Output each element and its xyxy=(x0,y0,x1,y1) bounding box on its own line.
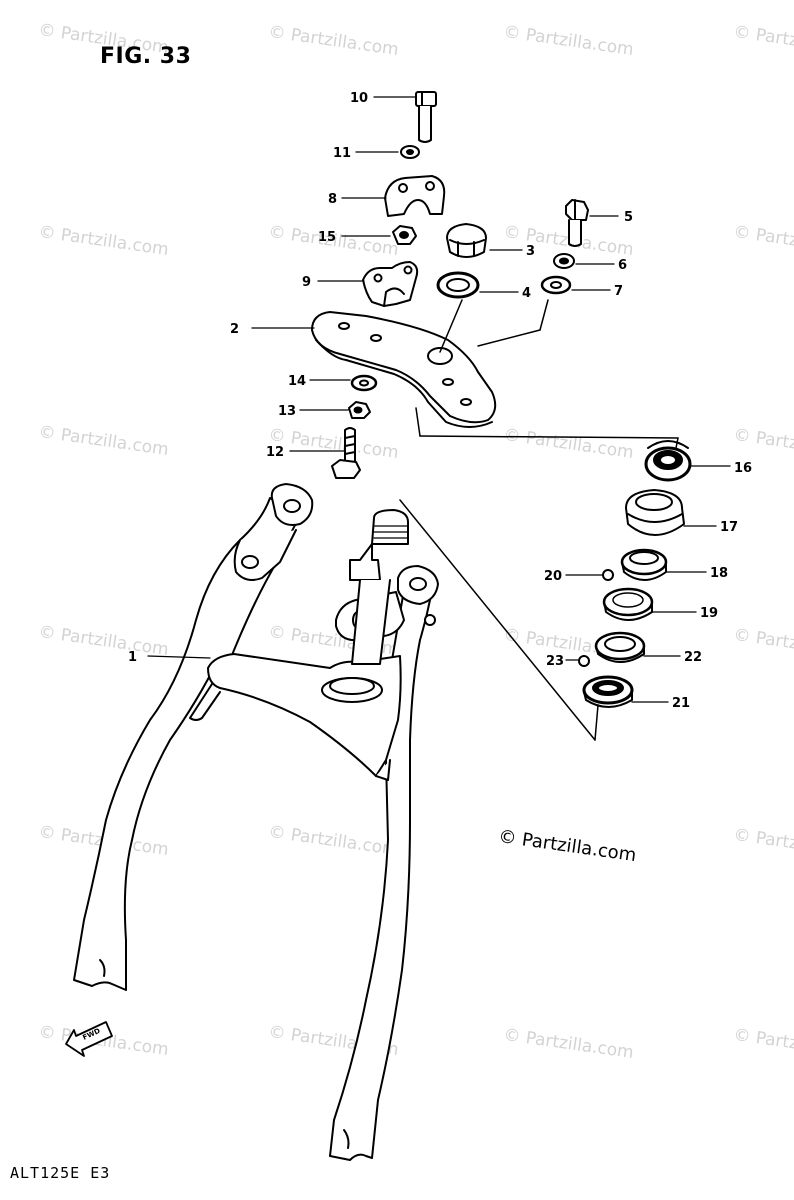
figure-title: FIG. 33 xyxy=(100,44,192,69)
part-21-bearing-race-lower[interactable] xyxy=(582,675,634,708)
callout-11: 11 xyxy=(333,146,351,161)
callout-15: 15 xyxy=(318,230,336,245)
part-10-bolt[interactable] xyxy=(415,91,437,143)
part-15-nut[interactable] xyxy=(392,225,417,245)
assembly-guide-lines xyxy=(399,299,679,741)
part-9-handlebar-holder-lower[interactable] xyxy=(362,261,419,307)
part-11-washer[interactable] xyxy=(400,145,420,159)
callout-17: 17 xyxy=(720,520,738,535)
callout-1: 1 xyxy=(128,650,137,665)
callout-20: 20 xyxy=(544,569,562,584)
callout-8: 8 xyxy=(328,192,337,207)
callout-9: 9 xyxy=(302,275,311,290)
part-12-bolt[interactable] xyxy=(331,427,361,479)
part-22-bearing-race[interactable] xyxy=(594,631,646,663)
callout-16: 16 xyxy=(734,461,752,476)
callout-12: 12 xyxy=(266,445,284,460)
part-18-bearing-race[interactable] xyxy=(620,548,668,581)
part-7-washer[interactable] xyxy=(540,275,572,295)
callout-6: 6 xyxy=(618,258,627,273)
callout-19: 19 xyxy=(700,606,718,621)
callout-labels: 2 10 11 8 15 9 3 4 5 6 7 14 13 12 1 16 1… xyxy=(128,91,752,711)
part-2-steering-stem-upper-bracket[interactable] xyxy=(311,311,497,428)
callout-7: 7 xyxy=(614,284,623,299)
callout-22: 22 xyxy=(684,650,702,665)
part-23-steel-ball[interactable] xyxy=(578,655,590,667)
part-5-bolt[interactable] xyxy=(565,199,589,247)
callout-14: 14 xyxy=(288,374,306,389)
model-code: ALT125E E3 xyxy=(10,1164,111,1182)
part-13-nut[interactable] xyxy=(348,401,371,419)
part-19-bearing-race[interactable] xyxy=(602,587,654,621)
part-14-washer[interactable] xyxy=(350,374,378,392)
part-20-steel-ball[interactable] xyxy=(602,569,614,581)
callout-13: 13 xyxy=(278,404,296,419)
part-4-washer[interactable] xyxy=(436,271,480,299)
part-1-steering-stem-lower[interactable] xyxy=(73,483,439,1161)
callout-2: 2 xyxy=(230,322,239,337)
callout-5: 5 xyxy=(624,210,633,225)
leader-lines xyxy=(147,96,731,703)
part-3-cap-nut[interactable] xyxy=(446,223,487,258)
callout-10: 10 xyxy=(350,91,368,106)
part-8-handlebar-holder-upper[interactable] xyxy=(384,175,446,217)
callout-3: 3 xyxy=(526,244,535,259)
part-17-dust-seal-cover[interactable] xyxy=(625,489,685,536)
callout-18: 18 xyxy=(710,566,728,581)
part-16-steering-stem-nut[interactable] xyxy=(644,440,692,482)
callout-23: 23 xyxy=(546,654,564,669)
callout-4: 4 xyxy=(522,286,531,301)
part-6-washer[interactable] xyxy=(553,253,575,269)
fwd-arrow-icon: FWD xyxy=(65,1021,113,1057)
callout-21: 21 xyxy=(672,696,690,711)
